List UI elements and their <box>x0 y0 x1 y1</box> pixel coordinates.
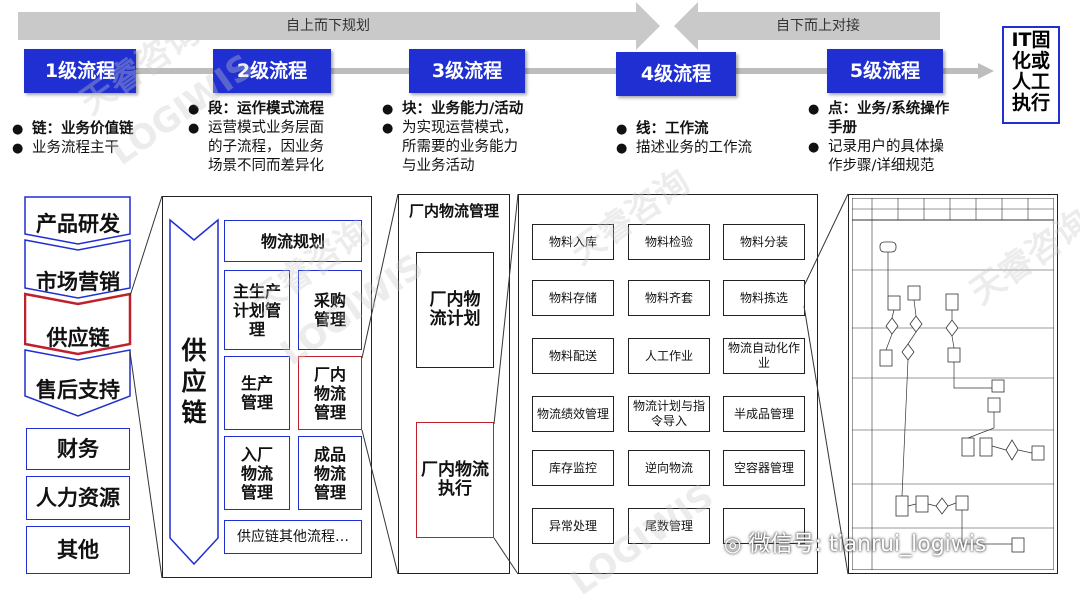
activity-cell: 库存监控 <box>532 450 614 486</box>
inplant-plan: 厂内物流计划 <box>416 252 494 368</box>
box-finance: 财务 <box>26 428 130 470</box>
chevron-product-rd: 产品研发 <box>36 212 120 236</box>
bottom-up-label: 自下而上对接 <box>776 18 860 34</box>
top-down-label: 自上而下规划 <box>286 18 370 34</box>
logistics-planning: 物流规划 <box>224 220 362 262</box>
bullet-l2-title: 段：运作模式流程 <box>208 101 324 117</box>
it-line-3: 人工 <box>1011 71 1050 93</box>
activity-cell: 物流自动化作业 <box>723 338 805 374</box>
level-2-bullets: ●段：运作模式流程 ● 运营模式业务层面的子流程，因业务场景不同而差异化 <box>188 101 324 174</box>
activity-cell: 人工作业 <box>628 338 710 374</box>
it-line-1: IT固 <box>1011 29 1051 51</box>
bullet-l4-title: 线：工作流 <box>636 121 709 137</box>
top-down-arrow: 自上而下规划 <box>18 12 638 40</box>
top-down-arrowhead <box>636 2 660 50</box>
it-line-4: 执行 <box>1011 92 1050 114</box>
activity-cell: 物料存储 <box>532 280 614 316</box>
production-management: 生产管理 <box>224 356 290 430</box>
it-line-2: 化或 <box>1011 50 1050 72</box>
level-4-bullets: ●线：工作流 ●描述业务的工作流 <box>616 121 752 156</box>
bullet-l2-text: 运营模式业务层面的子流程，因业务场景不同而差异化 <box>208 120 324 174</box>
flowchart-thumbnail <box>852 198 1054 570</box>
supply-chain-vertical-label: 供 应 链 <box>181 336 207 427</box>
chevron-after-sales: 售后支持 <box>36 378 120 402</box>
level-1-box: 1级流程 <box>24 49 136 93</box>
activity-cell: 物流计划与指令导入 <box>628 396 710 432</box>
level-4-box: 4级流程 <box>616 52 736 96</box>
it-execution-box: IT固 化或 人工 执行 <box>1002 26 1060 124</box>
bottom-up-arrowhead <box>674 2 698 50</box>
mps-management: 主生产计划管理 <box>224 270 290 350</box>
inplant-exec: 厂内物流执行 <box>416 422 494 538</box>
bullet-l1-text: 业务流程主干 <box>32 140 119 156</box>
activity-cell: 半成品管理 <box>723 396 805 432</box>
activity-cell: 物料检验 <box>628 224 710 260</box>
box-other: 其他 <box>26 526 130 574</box>
activity-cell: 物料齐套 <box>628 280 710 316</box>
level-1-bullets: ●链：业务价值链 ●业务流程主干 <box>12 121 134 156</box>
chevron-marketing: 市场营销 <box>36 270 120 294</box>
activity-cell: 尾数管理 <box>628 508 710 544</box>
bullet-l1-title: 链：业务价值链 <box>32 121 134 137</box>
chevron-supply-chain: 供应链 <box>46 326 110 350</box>
purchase-management: 采购管理 <box>298 270 362 350</box>
level-connector-arrowhead <box>978 63 994 79</box>
bottom-up-arrow: 自下而上对接 <box>696 12 940 40</box>
inbound-logistics: 入厂物流管理 <box>224 436 290 510</box>
bullet-l5-title: 点：业务/系统操作手册 <box>828 101 950 136</box>
activity-cell: 异常处理 <box>532 508 614 544</box>
activity-cell: 空容器管理 <box>723 450 805 486</box>
wechat-watermark: ◎ 微信号: tianrui_logiwis <box>724 526 986 558</box>
activity-cell: 物料配送 <box>532 338 614 374</box>
inplant-logistics-cell: 厂内物流管理 <box>298 356 362 430</box>
level-2-box: 2级流程 <box>213 49 331 93</box>
bullet-l3-text: 为实现运营模式，所需要的业务能力与业务活动 <box>402 120 518 174</box>
activity-cell: 逆向物流 <box>628 450 710 486</box>
activity-cell: 物料拣选 <box>723 280 805 316</box>
bullet-l5-text: 记录用户的具体操作步骤/详细规范 <box>828 139 944 174</box>
finished-goods-logistics: 成品物流管理 <box>298 436 362 510</box>
bullet-l3-title: 块：业务能力/活动 <box>402 101 524 117</box>
level-3-bullets: ●块：业务能力/活动 ● 为实现运营模式，所需要的业务能力与业务活动 <box>382 101 524 174</box>
activity-cell: 物流绩效管理 <box>532 396 614 432</box>
box-hr: 人力资源 <box>26 476 130 520</box>
wechat-id: 微信号: tianrui_logiwis <box>748 532 987 557</box>
supply-chain-chevron <box>169 218 219 566</box>
supply-chain-other: 供应链其他流程… <box>224 520 362 554</box>
activity-cell: 物料分装 <box>723 224 805 260</box>
level-5-bullets: ● 点：业务/系统操作手册 ● 记录用户的具体操作步骤/详细规范 <box>808 101 950 174</box>
activity-cell <box>723 508 805 544</box>
inplant-title: 厂内物流管理 <box>408 202 499 220</box>
wechat-icon: ◎ <box>724 532 742 556</box>
bullet-l4-text: 描述业务的工作流 <box>636 140 752 156</box>
activity-cell: 物料入库 <box>532 224 614 260</box>
level-5-box: 5级流程 <box>827 49 943 93</box>
level-3-box: 3级流程 <box>409 49 525 93</box>
